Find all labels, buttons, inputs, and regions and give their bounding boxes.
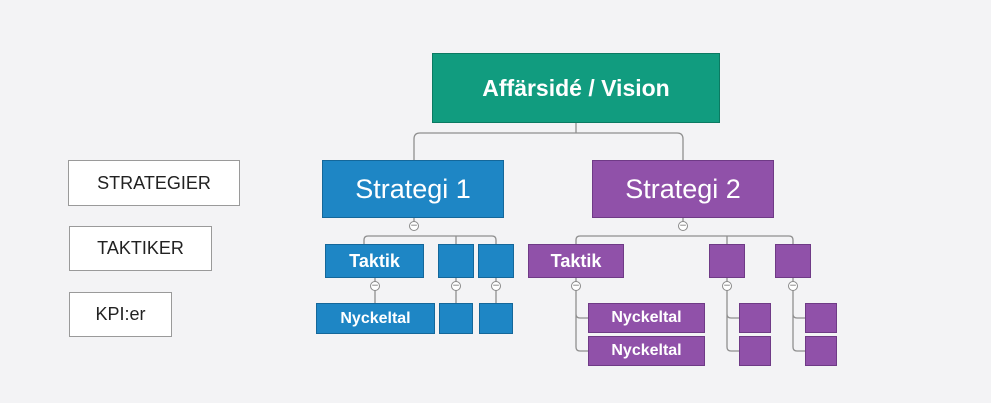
collapse-toggle-icon[interactable]: −: [722, 281, 732, 291]
strategy-1-kpi-empty-node[interactable]: [479, 303, 513, 334]
strategy-2-tactic-empty-node[interactable]: [709, 244, 745, 278]
collapse-toggle-icon[interactable]: −: [678, 221, 688, 231]
collapse-toggle-icon[interactable]: −: [409, 221, 419, 231]
strategy-1-kpi-empty-node[interactable]: [439, 303, 473, 334]
strategy-1-kpi-node[interactable]: Nyckeltal: [316, 303, 435, 334]
strategy-2-tactic-empty-node[interactable]: [775, 244, 811, 278]
strategy-2-kpi-node[interactable]: Nyckeltal: [588, 303, 705, 333]
collapse-toggle-icon[interactable]: −: [451, 281, 461, 291]
collapse-toggle-icon[interactable]: −: [491, 281, 501, 291]
root-node-vision[interactable]: Affärsidé / Vision: [432, 53, 720, 123]
strategy-1-node[interactable]: Strategi 1: [322, 160, 504, 218]
collapse-toggle-icon[interactable]: −: [370, 281, 380, 291]
collapse-toggle-icon[interactable]: −: [571, 281, 581, 291]
legend-strategies: STRATEGIER: [68, 160, 240, 206]
strategy-2-node[interactable]: Strategi 2: [592, 160, 774, 218]
strategy-2-kpi-empty-node[interactable]: [805, 303, 837, 333]
strategy-1-tactic-node[interactable]: Taktik: [325, 244, 424, 278]
strategy-2-kpi-node[interactable]: Nyckeltal: [588, 336, 705, 366]
strategy-2-kpi-empty-node[interactable]: [739, 303, 771, 333]
strategy-1-tactic-empty-node[interactable]: [438, 244, 474, 278]
collapse-toggle-icon[interactable]: −: [788, 281, 798, 291]
legend-kpis: KPI:er: [69, 292, 172, 337]
strategy-2-tactic-node[interactable]: Taktik: [528, 244, 624, 278]
strategy-1-tactic-empty-node[interactable]: [478, 244, 514, 278]
strategy-2-kpi-empty-node[interactable]: [805, 336, 837, 366]
legend-tactics: TAKTIKER: [69, 226, 212, 271]
strategy-2-kpi-empty-node[interactable]: [739, 336, 771, 366]
